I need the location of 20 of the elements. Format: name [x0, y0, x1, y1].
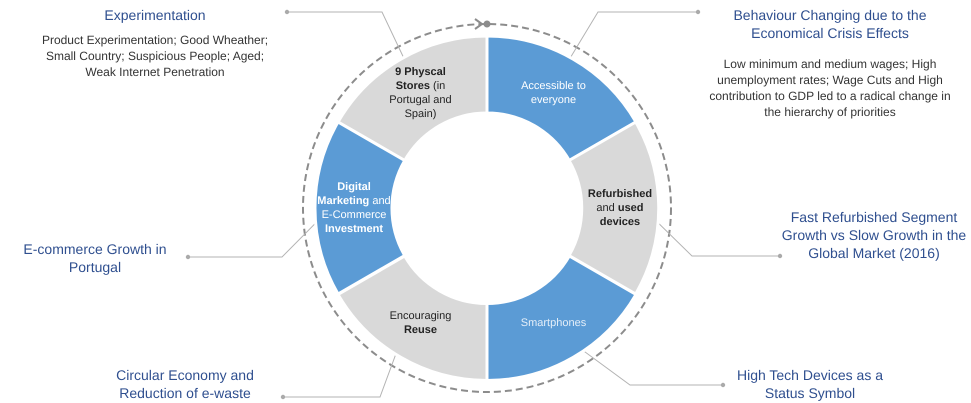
factor-heading: Experimentation [104, 6, 206, 24]
factor-heading: Fast Refurbished Segment Growth vs Slow Growth in the Global Market (2016) [780, 208, 968, 262]
leader-line [186, 222, 316, 260]
segment-label: Accessible to everyone [520, 78, 587, 107]
segment-label: Digital Marketing and E-Commerce Investment [316, 180, 392, 236]
leader-line [658, 222, 782, 258]
factor-description: Low minimum and medium wages; High unemployment rates; Wage Cuts and High contribution to GDP led to a radical change in the hierarchy of priorities [708, 56, 952, 120]
factor-heading: Circular Economy and Reduction of e-waste [115, 366, 255, 402]
factor-heading: Behaviour Changing due to the Economical Crisis Effects [732, 6, 928, 42]
segment-label: Refurbished and used devices [586, 187, 654, 229]
leader-line [582, 350, 726, 388]
segment-label: Smartphones [520, 316, 588, 330]
factor-heading: E-commerce Growth in Portugal [22, 240, 168, 276]
leader-line [280, 353, 396, 400]
segment-label: 9 Physcal Stores (in Portugal and Spain) [388, 64, 453, 121]
segment-label: Encouraging Reuse [388, 309, 452, 338]
factor-description: Product Experimentation; Good Wheather; Small Country; Suspicious People; Aged; Weak Internet Penetration [40, 32, 270, 80]
leader-line [570, 10, 700, 58]
leader-line [284, 10, 404, 58]
factor-heading: High Tech Devices as a Status Symbol [736, 366, 884, 402]
